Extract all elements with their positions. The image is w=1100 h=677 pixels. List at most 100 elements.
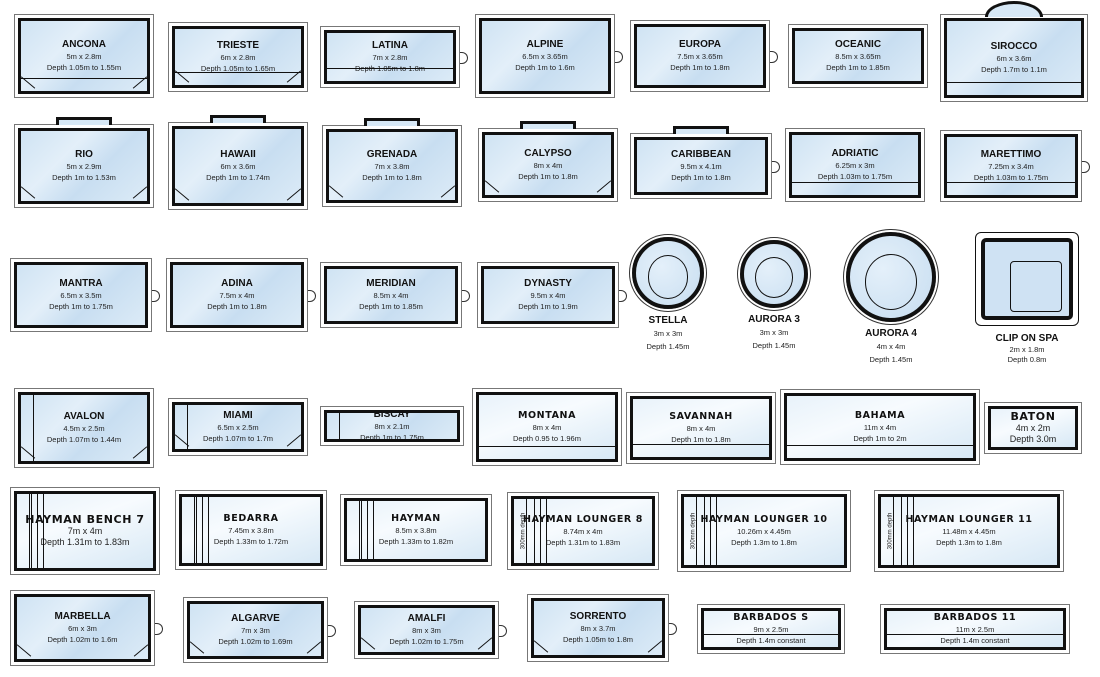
pool-depth: Depth 1m to 1.75m bbox=[49, 302, 113, 311]
pool-depth: Depth 1m to 1.8m bbox=[670, 63, 730, 72]
pool-corner-step bbox=[361, 637, 376, 650]
pool-name: CARIBBEAN bbox=[671, 149, 731, 160]
pool-step-line bbox=[633, 444, 769, 445]
pool-size: 6.5m x 3.65m bbox=[522, 52, 568, 61]
pool-depth: Depth 1m to 2m bbox=[853, 434, 907, 443]
pool-depth: Depth 1.3m to 1.8m bbox=[936, 538, 1002, 547]
pool-name: BAHAMA bbox=[854, 410, 906, 421]
pool-card-aurora-4[interactable] bbox=[846, 232, 936, 322]
pool-inner-seat bbox=[864, 254, 918, 310]
pool-inner-seat bbox=[754, 257, 794, 298]
pool-bay bbox=[56, 117, 112, 125]
pool-bay bbox=[210, 115, 266, 123]
pool-bench-line bbox=[194, 497, 195, 563]
pool-depth: Depth 1.45m bbox=[869, 355, 913, 364]
skimmer-icon bbox=[308, 290, 316, 302]
pool-step-line bbox=[887, 634, 1063, 635]
pool-name: EUROPA bbox=[678, 39, 722, 50]
pool-corner-step bbox=[306, 641, 321, 654]
pool-size: 7.5m x 4m bbox=[219, 291, 255, 300]
pool-depth: Depth 1.3m to 1.8m bbox=[731, 538, 797, 547]
pool-bench-line bbox=[202, 497, 203, 563]
pool-name: MARETTIMO bbox=[980, 149, 1042, 160]
pool-bench-line bbox=[901, 497, 902, 565]
pool-name: BARBADOS 11 bbox=[933, 612, 1017, 623]
pool-bench-line bbox=[361, 501, 362, 559]
pool-corner-step bbox=[440, 185, 455, 198]
pool-size: 6m x 2.8m bbox=[220, 53, 256, 62]
pool-name: ALGARVE bbox=[231, 613, 280, 624]
pool-size: 7m x 3m bbox=[241, 626, 270, 635]
pool-name: AURORA 3 bbox=[748, 314, 800, 325]
pool-name: ADRIATIC bbox=[831, 148, 879, 159]
pool-name: DYNASTY bbox=[524, 278, 572, 289]
pool-name: ALPINE bbox=[526, 39, 564, 50]
pool-size: 6.5m x 2.5m bbox=[217, 423, 259, 432]
pool-card-bahama[interactable]: BAHAMA 11m x 4m Depth 1m to 2m bbox=[780, 389, 980, 465]
pool-card-aurora-3[interactable] bbox=[740, 240, 808, 308]
pool-corner-step bbox=[17, 644, 32, 657]
pool-size: 3m x 3m bbox=[759, 328, 789, 337]
pool-depth: Depth 1.07m to 1.7m bbox=[202, 434, 274, 443]
pool-name: MERIDIAN bbox=[366, 278, 416, 289]
pool-step-line bbox=[175, 72, 301, 73]
pool-step-line bbox=[21, 78, 147, 79]
pool-corner-step bbox=[534, 640, 549, 653]
pool-step-line bbox=[792, 182, 918, 183]
pool-size: 7.25m x 3.4m bbox=[988, 162, 1034, 171]
pool-size: 8m x 3m bbox=[412, 626, 441, 635]
pool-name: MARBELLA bbox=[54, 611, 111, 622]
skimmer-icon bbox=[499, 625, 507, 637]
skimmer-icon bbox=[619, 290, 627, 302]
pool-name: OCEANIC bbox=[834, 39, 882, 50]
pool-name: BARBADOS S bbox=[733, 612, 809, 623]
pool-size: 11m x 4m bbox=[863, 423, 897, 432]
pool-card-stella[interactable] bbox=[632, 237, 704, 309]
pool-arc-step bbox=[984, 1, 1044, 17]
pool-size: 8m x 4m bbox=[532, 423, 562, 432]
pool-card-clip-on-spa[interactable] bbox=[975, 232, 1079, 326]
pool-step-line bbox=[947, 82, 1081, 83]
pool-bench-line bbox=[31, 494, 32, 568]
pool-name: HAYMAN LOUNGER 11 bbox=[905, 514, 1033, 525]
